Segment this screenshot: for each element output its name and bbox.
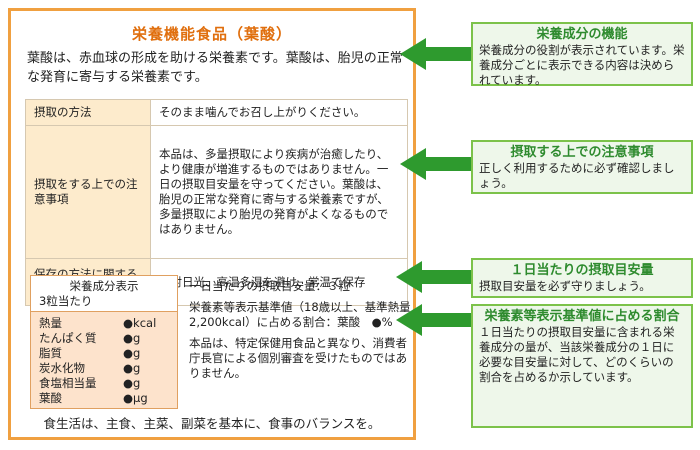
ratio-text: 栄養素等表示基準値（18歳以上、基準熱量2,200kcal）に占める割合：葉酸 … [189, 300, 411, 329]
nutrient-value: ●μg [123, 391, 148, 405]
daily-intake-text: 一日当たりの摂取目安量：３粒 [189, 279, 350, 293]
nutrient-value: ●g [123, 346, 141, 360]
nutrient-value: ●kcal [123, 316, 157, 330]
callout-intake-cautions: 摂取する上での注意事項 正しく利用するために必ず確認しましょう。 [471, 140, 693, 194]
callout-daily-intake: １日当たりの摂取目安量 摂取目安量を必ず守りましょう。 [471, 258, 693, 298]
callout-body: １日当たりの摂取目安量に含まれる栄養成分の量が、当該栄養成分の１日に必要な目安量… [479, 325, 675, 384]
nutrient-name: 炭水化物 [39, 361, 85, 375]
nutrient-name: 葉酸 [39, 391, 62, 405]
food-label-panel: 栄養機能食品（葉酸） 葉酸は、赤血球の形成を助ける栄養素です。葉酸は、胎児の正常… [8, 8, 416, 440]
nutrition-row-folic-acid: 葉酸 ●μg [39, 391, 169, 406]
nutrition-head-line2: 3粒当たり [39, 294, 93, 308]
table-row-intake-cautions: 摂取をする上での注意事項 本品は、多量摂取により疾病が治癒したり、より健康が増進… [25, 125, 408, 259]
nutrition-row-carbs: 炭水化物 ●g [39, 361, 169, 376]
callout-body: 正しく利用するために必ず確認しましょう。 [479, 161, 675, 190]
callout-body: 摂取目安量を必ず守りましょう。 [479, 279, 651, 293]
nutrition-row-energy: 熱量 ●kcal [39, 316, 169, 331]
label-footer: 食生活は、主食、主菜、副菜を基本に、食事のバランスを。 [43, 416, 381, 431]
nutrient-value: ●g [123, 376, 141, 390]
callout-title: 栄養成分の機能 [536, 27, 628, 42]
disclaimer-text: 本品は、特定保健用食品と異なり、消費者庁長官による個別審査を受けたものではありま… [189, 336, 408, 380]
label-intro: 葉酸は、赤血球の形成を助ける栄養素です。葉酸は、胎児の正常な発育に寄与する栄養素… [27, 51, 403, 85]
arrow-2-icon [400, 148, 476, 180]
nutrition-facts-body: 熱量 ●kcal たんぱく質 ●g 脂質 ●g 炭水化物 ●g 食塩相当量 ●g 葉酸 ●μ… [31, 312, 177, 408]
nutrient-name: 食塩相当量 [39, 376, 97, 390]
nutrient-name: 熱量 [39, 316, 62, 330]
nutrition-facts-box: 栄養成分表示 3粒当たり 熱量 ●kcal たんぱく質 ●g 脂質 ●g 炭水化物 ●g… [30, 275, 178, 409]
nutrition-row-protein: たんぱく質 ●g [39, 331, 169, 346]
row-content: 直射日光、高温多湿を避け、常温で保存 [150, 258, 408, 306]
nutrient-name: たんぱく質 [39, 331, 97, 345]
nutrition-row-fat: 脂質 ●g [39, 346, 169, 361]
arrow-1-icon [400, 38, 476, 70]
row-header: 摂取をする上での注意事項 [25, 125, 151, 259]
callout-title: 摂取する上での注意事項 [510, 145, 654, 160]
callout-title: １日当たりの摂取目安量 [510, 263, 654, 278]
table-row-intake-method: 摂取の方法 そのまま噛んでお召し上がりください。 [25, 99, 408, 126]
row-content: 本品は、多量摂取により疾病が治癒したり、より健康が増進するものではありません。一… [150, 125, 408, 259]
nutrient-value: ●g [123, 361, 141, 375]
row-content: そのまま噛んでお召し上がりください。 [150, 99, 408, 126]
row-header: 摂取の方法 [25, 99, 151, 126]
label-title: 栄養機能食品（葉酸） [131, 25, 292, 43]
callout-title: 栄養素等表示基準値に占める割合 [484, 309, 680, 324]
nutrition-row-salt: 食塩相当量 ●g [39, 376, 169, 391]
nutrient-value: ●g [123, 331, 141, 345]
nutrient-name: 脂質 [39, 346, 62, 360]
arrow-3-icon [396, 261, 476, 293]
arrow-4-icon [396, 304, 476, 336]
callout-nutrient-function: 栄養成分の機能 栄養成分の役割が表示されています。栄養成分ごとに表示できる内容は… [471, 22, 693, 87]
callout-body: 栄養成分の役割が表示されています。栄養成分ごとに表示できる内容は決められています… [479, 43, 685, 87]
nutrition-facts-header: 栄養成分表示 3粒当たり [31, 276, 177, 312]
intake-info-block: 一日当たりの摂取目安量：３粒 栄養素等表示基準値（18歳以上、基準熱量2,200… [189, 279, 415, 387]
nutrition-head-line1: 栄養成分表示 [69, 279, 139, 293]
callout-reference-ratio: 栄養素等表示基準値に占める割合 １日当たりの摂取目安量に含まれる栄養成分の量が、… [471, 304, 693, 428]
